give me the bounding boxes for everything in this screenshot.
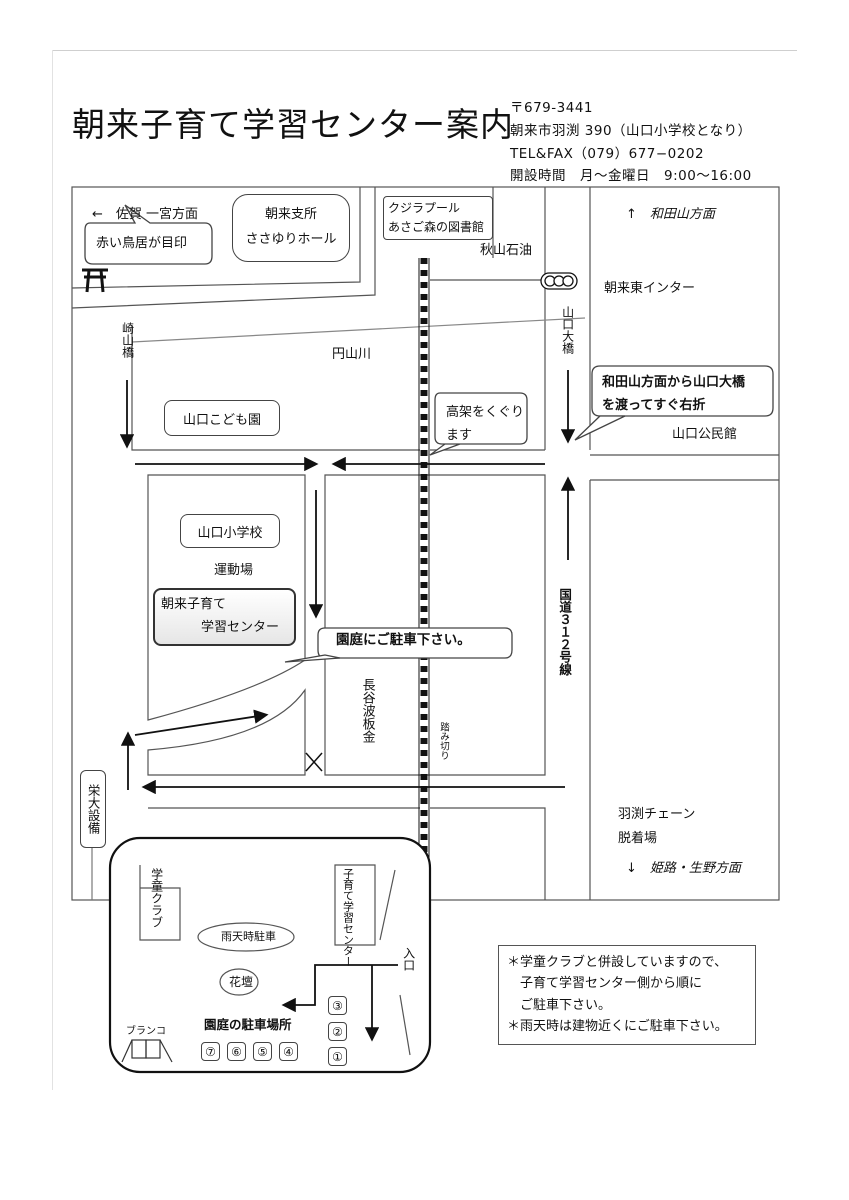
habuchi-chain: 羽渕チェーン (618, 807, 696, 822)
viaduct-callout-bubble (429, 392, 528, 456)
yamaguchi-school-box: 山口小学校 (180, 514, 280, 548)
direction-saga: ← 佐賀 一宮方面 (92, 207, 199, 222)
branch-office-box: 朝来支所 ささゆりホール (232, 194, 350, 262)
inset-rain-parking-ellipse (197, 922, 295, 952)
arrow-right-lower (134, 709, 269, 736)
pool-name: クジラプール (388, 200, 461, 215)
parking-spot-2: ② (328, 1022, 347, 1041)
center-building-box: 朝来子育て 学習センター (153, 588, 296, 646)
railroad-crossing: 踏み切り (437, 722, 449, 760)
yamaguchi-community-hall: 山口公民館 (672, 427, 738, 442)
wadayama-callout-line1: 和田山方面から山口大橋 (602, 375, 746, 390)
branch-office-name: 朝来支所 (264, 207, 317, 223)
parking-spot-4: ④ (279, 1042, 298, 1061)
center-name-line2: 学習センター (201, 620, 280, 635)
inset-arrow-left (281, 964, 398, 1013)
playground-label: 運動場 (214, 563, 254, 578)
traffic-signal-icon (540, 272, 578, 290)
viaduct-callout-line2: ます (446, 427, 473, 443)
torii-callout-bubble (84, 204, 213, 265)
postal-code: 〒679-3441 (510, 100, 593, 116)
river-line (131, 317, 586, 343)
swing-icon (121, 1039, 173, 1063)
library-name: あさご森の図書館 (388, 220, 485, 234)
page-title: 朝来子育て学習センター案内 (72, 105, 514, 144)
parking-spot-5: ⑤ (253, 1042, 272, 1061)
pool-library-box: クジラプール あさご森の図書館 (383, 196, 493, 240)
note-line3: ご駐車下さい。 (520, 997, 612, 1013)
road-top-left (71, 187, 376, 309)
direction-wadayama: ↑ 和田山方面 (626, 207, 715, 222)
center-name-line1: 朝来子育て (161, 597, 227, 613)
inset-parking-title: 園庭の駐車場所 (204, 1017, 292, 1032)
block-lower-left (147, 688, 306, 776)
viaduct-callout: 高架をくぐり ます (446, 402, 526, 448)
crossing-x-icon (305, 752, 323, 772)
block-hasegawa (324, 474, 546, 776)
note-line4: ＊雨天時は建物近くにご駐車下さい。 (507, 1019, 728, 1035)
note-line1: ＊学童クラブと併設していますので、 (507, 955, 728, 970)
opening-hours: 開設時間 月〜金曜日 9:00〜16:00 (510, 168, 752, 184)
parking-spot-7: ⑦ (201, 1042, 220, 1061)
viaduct-callout-line1: 高架をくぐり (446, 405, 525, 420)
inset-swing: ブランコ (126, 1026, 166, 1037)
changing-room: 脱着場 (618, 831, 658, 846)
inset-entrance: 入口 (401, 947, 416, 971)
inset-gakudo-club: 学童クラブ (149, 868, 164, 928)
page-border-top (52, 50, 797, 51)
block-upper-left (131, 325, 420, 451)
parking-notes: ＊学童クラブと併設していますので、 子育て学習センター側から順に ご駐車下さい。… (498, 945, 756, 1045)
inset-flower-bed: 花壇 (229, 975, 254, 989)
inset-center-building (334, 864, 376, 946)
wadayama-callout-bubble (591, 365, 774, 417)
sakiyama-bridge: 崎山橋 (120, 322, 135, 358)
sasayuri-hall: ささゆりホール (245, 232, 337, 247)
parking-callout: 園庭にご駐車下さい。 (336, 632, 471, 648)
inset-rain-parking: 雨天時駐車 (221, 930, 276, 943)
wadayama-callout: 和田山方面から山口大橋 を渡ってすぐ右折 (602, 372, 745, 418)
eidai-equipment-box: 栄大設備 (80, 770, 106, 848)
yamaguchi-nursery-box: 山口こども園 (164, 400, 280, 436)
inset-frame (108, 836, 432, 1074)
inset-center-label: 子育て学習センター (341, 868, 355, 967)
parking-callout-bubble (317, 627, 513, 659)
inset-gakudo-building (139, 865, 181, 941)
address: 朝来市羽渕 390（山口小学校となり） (510, 123, 752, 139)
parking-spot-3: ③ (328, 996, 347, 1015)
wadayama-callout-line2: を渡ってすぐ右折 (602, 397, 706, 413)
torii-icon (82, 268, 108, 293)
akiyama-oil: 秋山石油 (480, 243, 533, 258)
yamaguchi-bridge: 山口大橋 (560, 306, 575, 354)
asago-east-interchange: 朝来東インター (604, 281, 696, 296)
parking-spot-6: ⑥ (227, 1042, 246, 1061)
enzan-river: 円山川 (332, 347, 372, 362)
note-line2: 子育て学習センター側から順に (520, 976, 703, 992)
tel-fax: TEL&FAX（079）677−0202 (510, 146, 705, 162)
direction-himeji: ↓ 姫路・生野方面 (626, 861, 741, 876)
road-top-left-inner (71, 187, 361, 289)
inset-flower-ellipse (219, 968, 259, 996)
route-312-label: 国道３１２号線 (557, 588, 573, 676)
parking-spot-1: ① (328, 1047, 347, 1066)
torii-callout: 赤い鳥居が目印 (96, 236, 188, 251)
hasegawa-metal: 長谷波板金 (359, 678, 375, 743)
page-border-left (52, 50, 53, 1090)
